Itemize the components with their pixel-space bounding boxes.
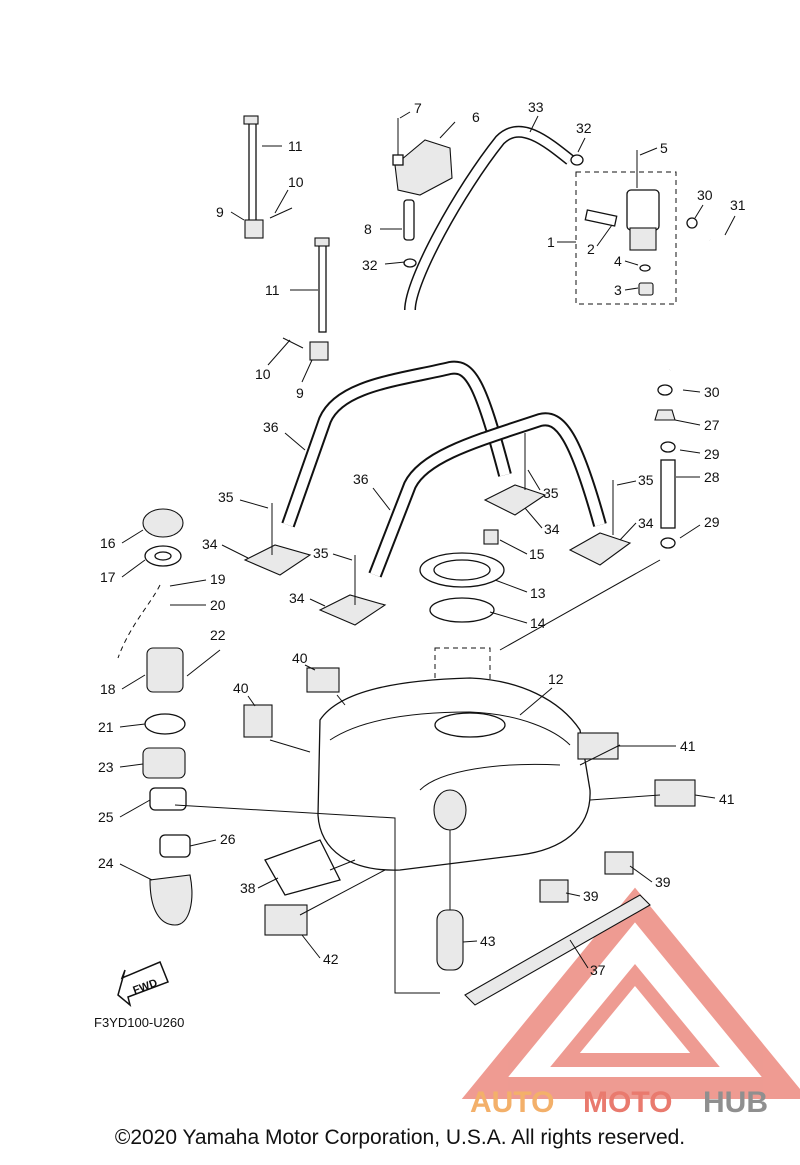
callout-5: 5 xyxy=(660,140,668,156)
callout-11-bottom: 11 xyxy=(265,282,280,298)
tank-straps xyxy=(281,360,607,578)
callout-29-bottom: 29 xyxy=(704,514,720,530)
vent-fitting xyxy=(654,384,676,549)
callout-30-top: 30 xyxy=(697,187,713,203)
filler-hose xyxy=(436,909,464,971)
callout-40-left: 40 xyxy=(233,680,249,696)
cable-ties xyxy=(243,115,330,361)
callout-9-bottom: 9 xyxy=(296,385,304,401)
callout-39-left: 39 xyxy=(583,888,599,904)
callout-13: 13 xyxy=(530,585,546,601)
callout-27: 27 xyxy=(704,417,720,433)
callout-9-top: 9 xyxy=(216,204,224,220)
fuel-filter-group xyxy=(575,150,744,373)
callout-35-b: 35 xyxy=(543,485,559,501)
callout-36-right: 36 xyxy=(353,471,369,487)
fuel-hose-33 xyxy=(403,125,584,311)
callout-41-top: 41 xyxy=(680,738,696,754)
cover-assembly xyxy=(392,118,453,241)
filler-neck-parts xyxy=(117,508,221,926)
callout-14: 14 xyxy=(530,615,546,631)
callout-11-top: 11 xyxy=(288,138,303,154)
connection-lines xyxy=(174,559,661,994)
callout-8: 8 xyxy=(364,221,372,237)
callout-25: 25 xyxy=(98,809,114,825)
callout-23: 23 xyxy=(98,759,114,775)
callout-41-bottom: 41 xyxy=(719,791,735,807)
callout-16: 16 xyxy=(100,535,116,551)
callout-34-c: 34 xyxy=(638,515,654,531)
callout-43: 43 xyxy=(480,933,496,949)
callout-17: 17 xyxy=(100,569,116,585)
callout-7: 7 xyxy=(414,100,422,116)
callout-10-top: 10 xyxy=(288,174,304,190)
watermark-moto: MOTO xyxy=(583,1086,672,1119)
watermark-logo-icon xyxy=(461,887,800,1099)
callout-10-bottom: 10 xyxy=(255,366,271,382)
callout-29-top: 29 xyxy=(704,446,720,462)
callout-39-right: 39 xyxy=(655,874,671,890)
callout-24: 24 xyxy=(98,855,114,871)
callout-35-a: 35 xyxy=(218,489,234,505)
strap-brackets xyxy=(243,433,632,626)
callout-32-right: 32 xyxy=(576,120,592,136)
callout-28: 28 xyxy=(704,469,720,485)
callout-33: 33 xyxy=(528,99,544,115)
callout-22: 22 xyxy=(210,627,226,643)
callout-40-top: 40 xyxy=(292,650,308,666)
watermark-auto: AUTO xyxy=(470,1086,554,1119)
watermark-text: AUTO MOTO HUB xyxy=(470,1086,768,1119)
diagram-code: F3YD100-U260 xyxy=(94,1015,184,1030)
callout-12: 12 xyxy=(548,671,564,687)
callout-20: 20 xyxy=(210,597,226,613)
callout-18: 18 xyxy=(100,681,116,697)
watermark-hub: HUB xyxy=(703,1086,768,1119)
callout-30-bottom: 30 xyxy=(704,384,720,400)
callout-19: 19 xyxy=(210,571,226,587)
callout-26: 26 xyxy=(220,831,236,847)
callout-38: 38 xyxy=(240,880,256,896)
fwd-arrow-icon: FWD xyxy=(117,961,169,1008)
callout-42: 42 xyxy=(323,951,339,967)
callout-21: 21 xyxy=(98,719,114,735)
callout-6: 6 xyxy=(472,109,480,125)
callout-37: 37 xyxy=(590,962,606,978)
callout-4: 4 xyxy=(614,253,622,269)
callout-36-left: 36 xyxy=(263,419,279,435)
callout-31: 31 xyxy=(730,197,746,213)
callout-32-left: 32 xyxy=(362,257,378,273)
callout-34-b: 34 xyxy=(544,521,560,537)
callout-34-a: 34 xyxy=(202,536,218,552)
callout-labels: 11 10 9 7 6 8 32 33 32 5 30 31 1 2 4 3 1… xyxy=(98,99,746,978)
callout-34-d: 34 xyxy=(289,590,305,606)
callout-3: 3 xyxy=(614,282,622,298)
callout-1: 1 xyxy=(547,234,555,250)
callout-35-d: 35 xyxy=(313,545,329,561)
callout-15: 15 xyxy=(529,546,545,562)
fuel-sender xyxy=(419,529,505,744)
fuel-tank xyxy=(317,677,591,871)
callout-35-c: 35 xyxy=(638,472,654,488)
copyright-notice: ©2020 Yamaha Motor Corporation, U.S.A. A… xyxy=(114,1126,686,1149)
tank-pads xyxy=(243,667,696,1006)
callout-2: 2 xyxy=(587,241,595,257)
